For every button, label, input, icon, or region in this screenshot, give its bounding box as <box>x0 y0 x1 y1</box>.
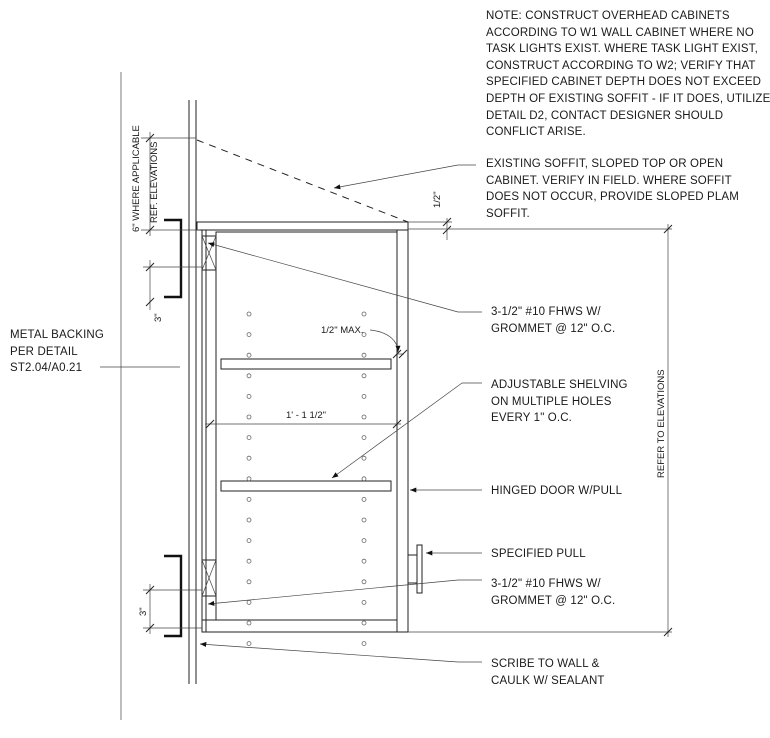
shelf-pin-hole <box>246 538 252 543</box>
shelf-pin-hole <box>361 332 367 338</box>
leader-fasteners-bottom <box>207 579 482 606</box>
shelf-pin-hole <box>246 558 252 564</box>
shelf-pin-hole <box>246 332 252 338</box>
cabinet-body <box>201 229 409 633</box>
metal-backing-top <box>164 218 183 299</box>
dim-bottom-backing <box>143 584 202 634</box>
shelf-pin-hole <box>361 414 367 420</box>
shelf-pin-hole <box>246 476 252 482</box>
shelving-note: ADJUSTABLE SHELVING ON MULTIPLE HOLES EV… <box>491 379 628 425</box>
shelf-pin-hole <box>361 373 367 379</box>
shelf-pin-hole <box>361 517 367 523</box>
shelf-pin-hole <box>246 579 252 585</box>
wall <box>120 72 197 720</box>
backing-note: METAL BACKING PER DETAIL ST2.04/A0.21 <box>10 329 104 375</box>
shelf-pin-hole <box>361 600 367 605</box>
shelf-pin-hole <box>246 600 252 605</box>
dim-top-backing-text: 3" <box>153 313 164 322</box>
door-pull <box>408 544 423 594</box>
dim-max-gap <box>369 329 408 359</box>
shelf-pin-hole <box>246 496 252 502</box>
shelf-pin-hole <box>361 620 367 626</box>
leader-fasteners-top <box>207 242 482 313</box>
soffit-note: EXISTING SOFFIT, SLOPED TOP OR OPEN CABI… <box>486 158 739 220</box>
dim-soffit-gap-ref-text: REF. ELEVATIONS <box>149 142 160 223</box>
shelf-pin-hole <box>361 579 367 585</box>
dim-soffit-gap <box>141 132 200 236</box>
dim-top-gap <box>408 217 452 240</box>
shelf-pin-hole <box>361 352 367 358</box>
pull-note: SPECIFIED PULL <box>491 548 586 560</box>
dim-max-gap-text: 1/2" MAX. <box>321 325 363 336</box>
scribe-note: SCRIBE TO WALL & CAULK W/ SEALANT <box>491 658 605 687</box>
leader-soffit <box>333 164 476 190</box>
shelf-pin-hole <box>246 393 252 399</box>
door-note: HINGED DOOR W/PULL <box>491 485 623 497</box>
dim-cabinet-height-text: REFER TO ELEVATIONS <box>656 369 667 478</box>
shelf-pin-hole <box>361 311 367 317</box>
shelf-pin-hole <box>246 435 252 441</box>
dim-shelf-depth <box>205 419 402 429</box>
shelf-pin-hole <box>361 538 367 543</box>
shelf-pin-hole <box>361 641 367 646</box>
dim-top-gap-text: 1/2" <box>432 191 443 208</box>
fasteners-bottom-note: 3-1/2" #10 FHWS W/ GROMMET @ 12" O.C. <box>491 578 616 607</box>
bottom-blocking <box>201 559 217 597</box>
shelf-pin-holes <box>246 311 367 646</box>
shelf-pin-hole <box>361 558 367 564</box>
upper-shelf <box>220 358 392 370</box>
leader-scribe <box>199 641 482 663</box>
dim-bottom-backing-text: 3" <box>138 607 149 616</box>
shelf-pin-hole <box>246 620 252 626</box>
existing-soffit-line <box>196 139 409 223</box>
shelf-pin-hole <box>361 435 367 441</box>
shelf-pin-hole <box>246 352 252 358</box>
fasteners-top-note: 3-1/2" #10 FHWS W/ GROMMET @ 12" O.C. <box>491 306 616 335</box>
shelf-pin-hole <box>361 455 367 461</box>
shelf-pin-hole <box>361 393 367 399</box>
shelf-pin-hole <box>361 476 367 482</box>
cabinet-top-panel <box>196 221 409 231</box>
metal-backing-bottom <box>164 554 183 638</box>
dim-shelf-depth-text: 1' - 1 1/2" <box>286 410 326 421</box>
leader-shelving <box>331 382 482 479</box>
shelf-pin-hole <box>246 373 252 379</box>
shelf-pin-hole <box>246 455 252 461</box>
shelf-pin-hole <box>361 496 367 502</box>
dim-soffit-gap-text: 6" WHERE APPLICABLE <box>131 125 142 232</box>
top-blocking <box>201 235 217 271</box>
shelf-pin-hole <box>246 311 252 317</box>
lower-shelf <box>220 480 392 492</box>
dim-cabinet-height <box>408 224 673 637</box>
shelf-pin-hole <box>246 641 252 646</box>
general-note: NOTE: CONSTRUCT OVERHEAD CABINETS ACCORD… <box>486 10 770 139</box>
dim-top-backing <box>143 260 202 310</box>
shelf-pin-hole <box>246 517 252 523</box>
shelf-pin-hole <box>246 414 252 420</box>
